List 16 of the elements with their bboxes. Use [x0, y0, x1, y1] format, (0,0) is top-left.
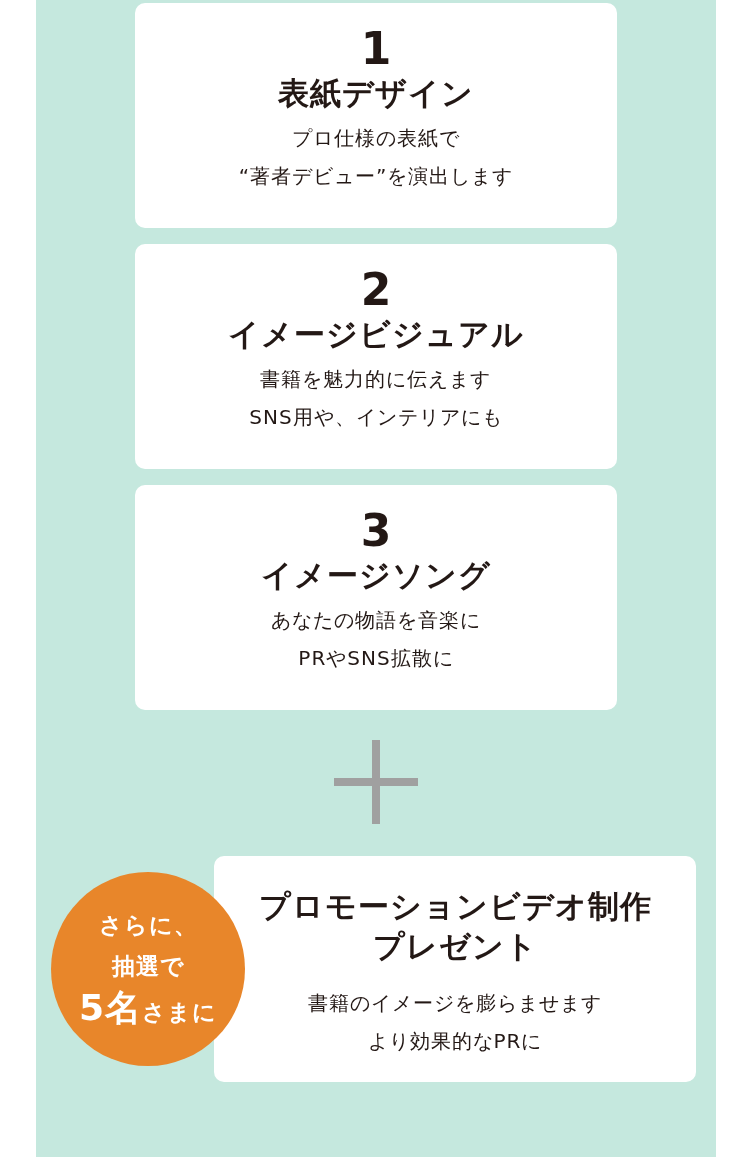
description-text: プロ仕様の表紙で“著者デビュー”を演出します — [238, 125, 514, 190]
step-number: 3 — [360, 507, 392, 555]
step-title: 表紙デザイン — [278, 74, 474, 113]
description-text: 書籍を魅力的に伝えますSNS用や、インテリアにも — [249, 366, 503, 431]
description-text: あなたの物語を音楽にPRやSNS拡散に — [271, 607, 481, 672]
step-title: プロモーションビデオ制作プレゼント — [258, 887, 652, 966]
feature-card — [135, 244, 617, 469]
feature-card — [135, 485, 617, 710]
step-title: イメージビジュアル — [228, 315, 524, 354]
step-title: イメージソング — [261, 556, 491, 595]
step-number: 1 — [360, 25, 392, 73]
feature-card — [214, 856, 696, 1082]
feature-card — [135, 3, 617, 228]
description-text: 書籍のイメージを膨らませますより効果的なPRに — [308, 990, 602, 1055]
badge-text: さらに、抽選で5名さまに — [78, 911, 218, 1030]
step-number: 2 — [360, 266, 392, 314]
